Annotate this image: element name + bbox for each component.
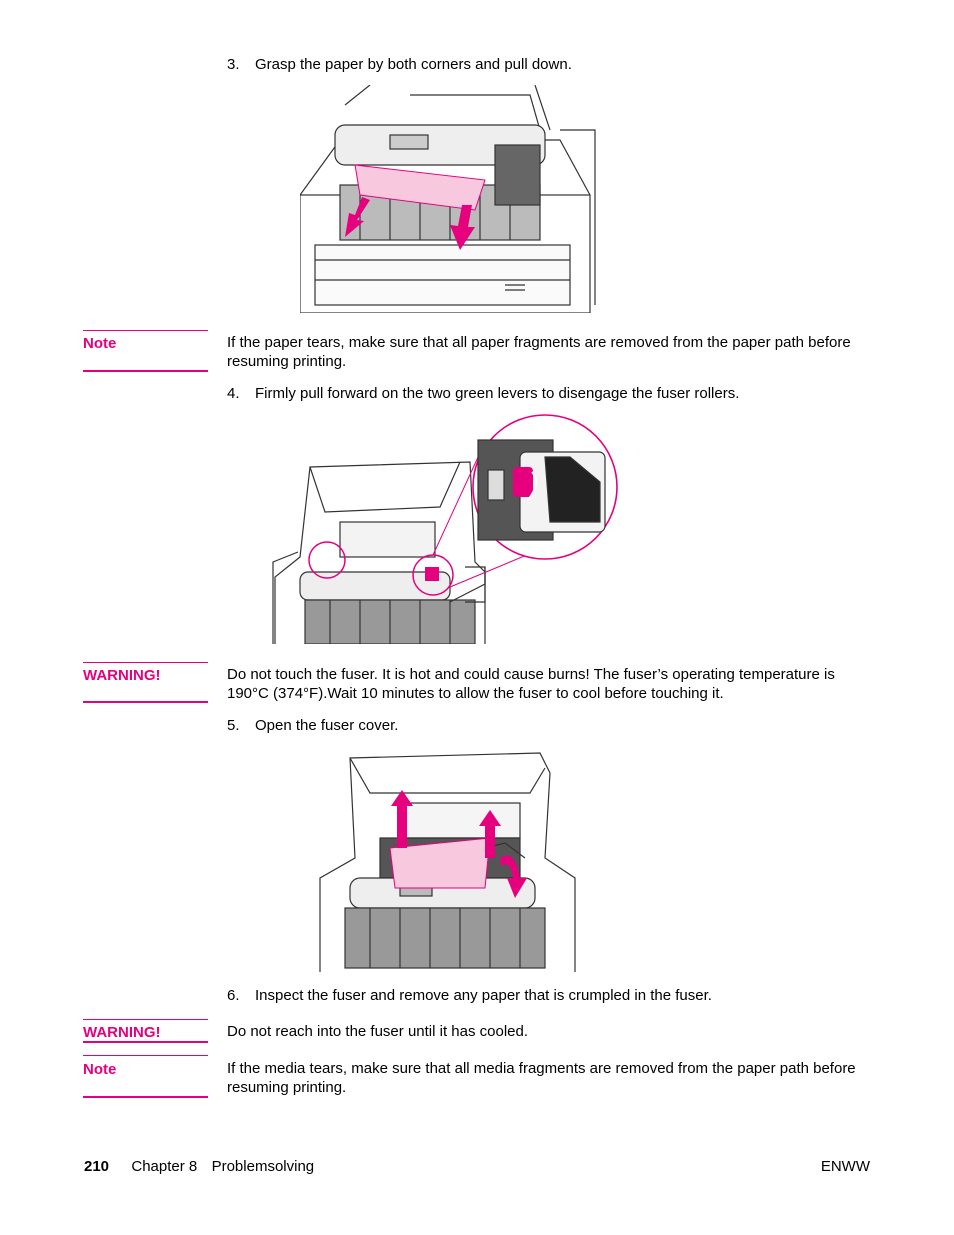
warning-rule-bottom bbox=[83, 701, 208, 703]
note-rule-top bbox=[83, 1055, 208, 1056]
figure-pull-paper-down bbox=[300, 85, 596, 313]
note-text: If the media tears, make sure that all m… bbox=[227, 1060, 856, 1096]
note-text: If the paper tears, make sure that all p… bbox=[227, 334, 851, 370]
step-number: 3. bbox=[227, 56, 240, 73]
step-3: 3. Grasp the paper by both corners and pu… bbox=[227, 55, 572, 74]
warning-text: Do not touch the fuser. It is hot and co… bbox=[227, 666, 835, 702]
step-text: Firmly pull forward on the two green lev… bbox=[255, 385, 740, 402]
step-6: 6. Inspect the fuser and remove any paper… bbox=[227, 986, 712, 1005]
note-rule-top bbox=[83, 330, 208, 331]
warning-rule-bottom bbox=[83, 1041, 208, 1043]
figure-open-fuser-cover bbox=[319, 752, 576, 972]
figure-fuser-levers bbox=[272, 414, 618, 644]
warning-text: Do not reach into the fuser until it has… bbox=[227, 1023, 529, 1040]
warning-label: WARNING! bbox=[83, 1024, 161, 1041]
step-text: Open the fuser cover. bbox=[255, 717, 399, 734]
footer-section: Problemsolving bbox=[211, 1158, 315, 1175]
footer-left: 210 Chapter 8 Problemsolving bbox=[84, 1158, 314, 1175]
note-rule-bottom bbox=[83, 370, 208, 372]
note-label: Note bbox=[83, 335, 117, 352]
footer-brand: ENWW bbox=[820, 1158, 870, 1175]
step-number: 5. bbox=[227, 717, 240, 734]
step-number: 6. bbox=[227, 987, 240, 1004]
warning-rule-top bbox=[83, 662, 208, 663]
step-4: 4. Firmly pull forward on the two green l… bbox=[227, 384, 739, 403]
page-number: 210 bbox=[84, 1158, 110, 1175]
step-5: 5. Open the fuser cover. bbox=[227, 716, 398, 735]
step-text: Grasp the paper by both corners and pull… bbox=[255, 56, 572, 73]
footer-chapter: Chapter 8 bbox=[131, 1158, 198, 1175]
note-rule-bottom bbox=[83, 1096, 208, 1098]
step-text: Inspect the fuser and remove any paper t… bbox=[255, 987, 712, 1004]
step-number: 4. bbox=[227, 385, 240, 402]
warning-label: WARNING! bbox=[83, 667, 161, 684]
note-label: Note bbox=[83, 1061, 117, 1078]
warning-rule-top bbox=[83, 1019, 208, 1020]
